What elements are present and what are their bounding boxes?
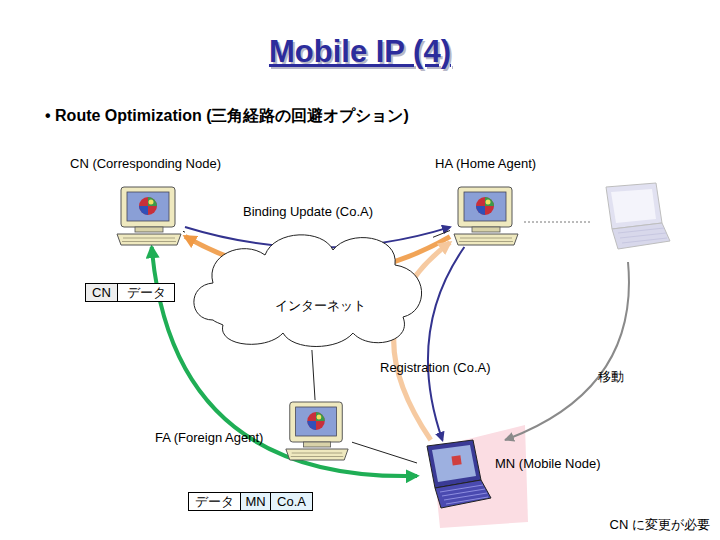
node-label: HA (Home Agent)	[435, 156, 536, 171]
connector	[433, 230, 450, 237]
connector	[312, 350, 315, 400]
node-box: FA (Foreign Agent)	[282, 400, 352, 462]
note-text: 移動	[598, 368, 624, 386]
node-label: CN (Corresponding Node)	[70, 156, 221, 171]
connector	[183, 231, 185, 233]
computer-icon	[282, 400, 352, 462]
node-box: インターネット	[183, 225, 433, 350]
dotted-link	[524, 222, 592, 223]
packet-cell: Co.A	[270, 492, 313, 511]
packet-cell: MN	[240, 492, 271, 511]
laptop-icon	[417, 440, 492, 510]
node-label: MN (Mobile Node)	[495, 456, 600, 471]
slide-title: Mobile IP (4)	[0, 34, 720, 70]
old-laptop	[606, 183, 670, 249]
move-arrow	[505, 262, 629, 440]
node-box: HA (Home Agent)	[450, 185, 522, 247]
connector	[428, 247, 464, 440]
cloud-outline	[183, 225, 433, 350]
edge-label: Registration (Co.A)	[380, 360, 491, 375]
connector	[352, 442, 417, 463]
computer-icon	[450, 185, 522, 247]
computer-icon	[113, 185, 185, 247]
note-text: CN に変更が必要	[560, 516, 710, 534]
note-text: • Route Optimization (三角経路の回避オプション)	[45, 106, 409, 127]
node-box: CN (Corresponding Node)	[113, 185, 185, 247]
node-box: MN (Mobile Node)	[417, 440, 492, 510]
edge-label: Binding Update (Co.A)	[243, 204, 373, 219]
node-label: FA (Foreign Agent)	[155, 430, 263, 445]
node-label: インターネット	[275, 297, 366, 315]
packet-cell: データ	[117, 283, 175, 302]
packet-cell: データ	[188, 492, 241, 511]
packet-cell: CN	[85, 283, 118, 302]
